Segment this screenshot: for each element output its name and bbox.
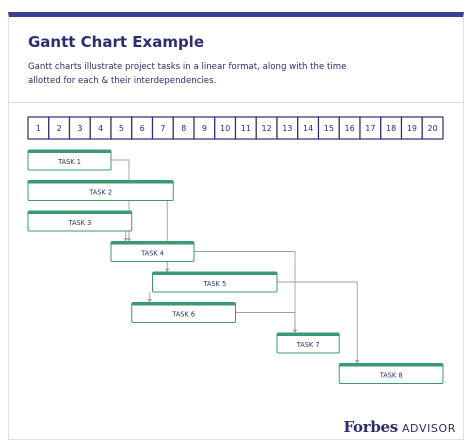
timeline-number: 12 [262, 124, 272, 133]
task-label: TASK 5 [202, 280, 226, 288]
task-bar-8: TASK 8 [338, 363, 444, 384]
task-bar-6: TASK 6 [131, 302, 236, 323]
timeline-cell-11: 11 [234, 116, 257, 140]
dependency-arrow [147, 292, 152, 303]
timeline-cell-16: 16 [338, 116, 361, 140]
timeline-cell-20: 20 [421, 116, 444, 140]
timeline-number: 2 [57, 124, 62, 133]
task-label: TASK 3 [67, 219, 91, 227]
timeline-number: 3 [77, 124, 82, 133]
timeline-cell-1: 1 [27, 116, 50, 140]
timeline-cell-8: 8 [172, 116, 195, 140]
timeline-number: 11 [241, 124, 251, 133]
task-label: TASK 6 [171, 311, 195, 319]
timeline-number: 19 [407, 124, 417, 133]
timeline-number: 14 [303, 124, 313, 133]
task-bar-3: TASK 3 [27, 210, 133, 232]
timeline-number: 20 [428, 124, 438, 133]
timeline-cell-9: 9 [193, 116, 216, 140]
timeline-number: 10 [220, 124, 230, 133]
timeline-cell-19: 19 [400, 116, 423, 140]
task-label: TASK 2 [88, 189, 112, 197]
task-label: TASK 7 [296, 341, 320, 349]
dependency-arrow [277, 281, 360, 364]
timeline-cell-4: 4 [89, 116, 112, 140]
timeline-number: 4 [98, 124, 103, 133]
task-bar-1: TASK 1 [27, 149, 112, 171]
timeline-number: 17 [365, 124, 375, 133]
timeline-cell-18: 18 [380, 116, 403, 140]
dependency-arrow [235, 312, 298, 333]
timeline-number: 16 [345, 124, 355, 133]
timeline-cell-12: 12 [255, 116, 278, 140]
task-label: TASK 4 [140, 250, 164, 258]
task-bar-2: TASK 2 [27, 180, 174, 201]
timeline-number: 5 [119, 124, 124, 133]
timeline-number: 7 [160, 124, 165, 133]
timeline-number: 6 [140, 124, 145, 133]
timeline-number: 9 [202, 124, 207, 133]
task-bar-4: TASK 4 [110, 241, 195, 262]
task-bar-7: TASK 7 [276, 332, 340, 354]
timeline-cell-2: 2 [48, 116, 71, 140]
timeline-number: 13 [282, 124, 292, 133]
task-bar-5: TASK 5 [152, 271, 278, 293]
dependency-arrow [123, 231, 128, 242]
timeline-cell-3: 3 [68, 116, 91, 140]
timeline-number: 8 [181, 124, 186, 133]
page-title: Gantt Chart Example [28, 33, 205, 51]
timeline-cell-10: 10 [214, 116, 237, 140]
timeline-number: 18 [386, 124, 396, 133]
timeline-cell-15: 15 [317, 116, 340, 140]
task-label: TASK 8 [379, 372, 403, 380]
timeline-cell-7: 7 [151, 116, 174, 140]
timeline-cell-13: 13 [276, 116, 299, 140]
timeline-cell-5: 5 [110, 116, 133, 140]
brand-name: Forbes [343, 418, 399, 436]
timeline-cell-17: 17 [359, 116, 382, 140]
timeline-number: 1 [36, 124, 41, 133]
timeline-cell-14: 14 [297, 116, 320, 140]
page-description: Gantt charts illustrate project tasks in… [28, 62, 347, 86]
brand-suffix: ADVISOR [401, 422, 456, 435]
divider [9, 102, 463, 103]
timeline-cell-6: 6 [131, 116, 154, 140]
task-label: TASK 1 [57, 158, 81, 166]
timeline-number: 15 [324, 124, 334, 133]
